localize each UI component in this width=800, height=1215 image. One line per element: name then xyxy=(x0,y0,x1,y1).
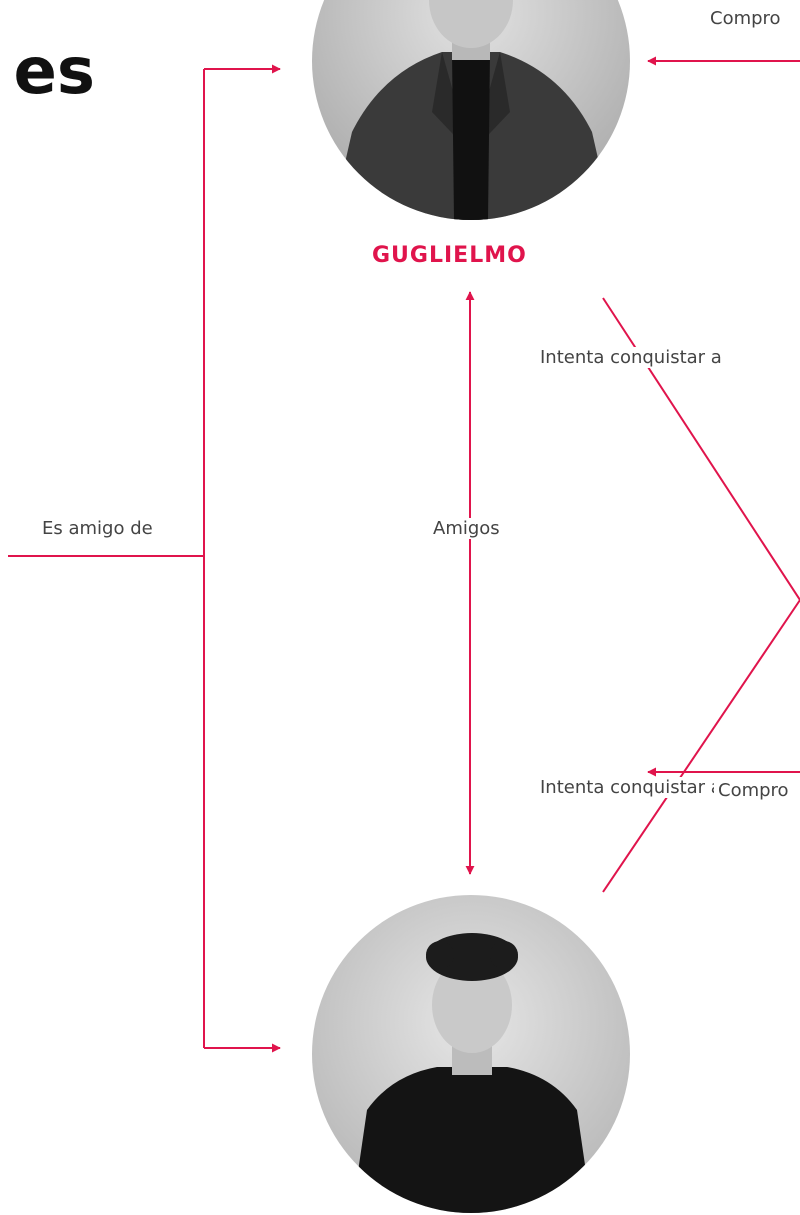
top-person-name: GUGLIELMO xyxy=(372,243,527,268)
engaged-bottom-label: Compro xyxy=(714,780,793,801)
tries-to-win-upper-label: Intenta conquistar a xyxy=(536,347,726,368)
tries-to-win-lower-label: Intenta conquistar a xyxy=(536,777,726,798)
tries-to-win-connector xyxy=(602,297,800,893)
friend-of-label: Es amigo de xyxy=(38,518,157,539)
portrait-bottom-person xyxy=(312,895,630,1213)
section-heading: es xyxy=(13,40,96,104)
friend-of-connector xyxy=(8,64,281,1053)
engaged-top-label: Compro xyxy=(706,8,785,29)
bottom-person-image xyxy=(312,895,630,1213)
friends-label: Amigos xyxy=(429,518,504,539)
